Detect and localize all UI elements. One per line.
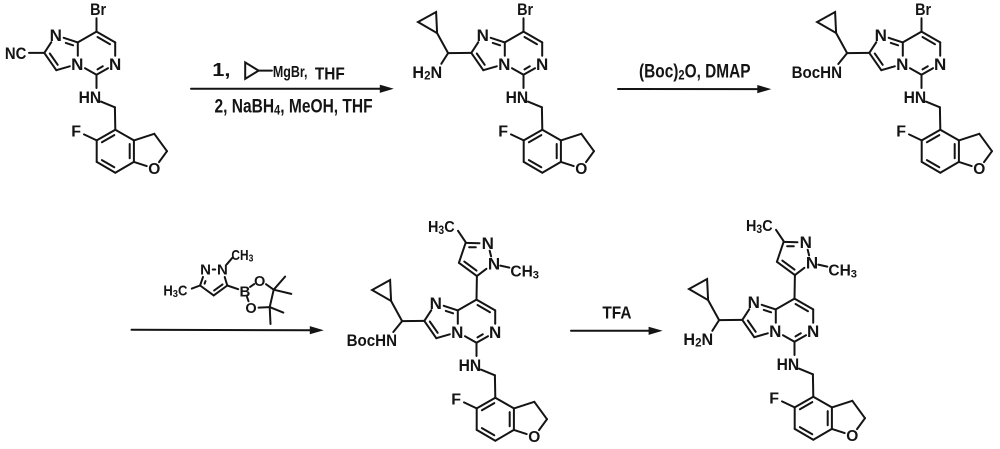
- svg-text:2, NaBH4, MeOH, THF: 2, NaBH4, MeOH, THF: [215, 95, 373, 118]
- svg-text:N: N: [769, 322, 781, 341]
- svg-text:N: N: [451, 323, 463, 342]
- svg-text:N: N: [748, 293, 760, 312]
- svg-text:N: N: [489, 323, 501, 342]
- svg-text:N: N: [71, 55, 83, 74]
- svg-text:BocHN: BocHN: [792, 63, 842, 82]
- svg-text:N: N: [536, 55, 548, 74]
- svg-text:N: N: [50, 26, 62, 45]
- svg-text:O: O: [528, 429, 540, 446]
- svg-text:CH3: CH3: [510, 264, 539, 282]
- svg-text:Br: Br: [90, 1, 106, 19]
- svg-text:N: N: [482, 234, 494, 253]
- svg-text:N: N: [200, 262, 211, 279]
- svg-text:MgBr,: MgBr,: [273, 64, 308, 82]
- svg-text:O: O: [148, 161, 160, 178]
- svg-text:N: N: [807, 322, 819, 341]
- svg-text:N: N: [217, 262, 228, 279]
- svg-text:B: B: [239, 284, 250, 301]
- svg-text:H2N: H2N: [412, 62, 442, 82]
- svg-text:O: O: [245, 301, 256, 317]
- svg-text:N: N: [488, 255, 500, 274]
- svg-text:HN: HN: [459, 356, 482, 375]
- svg-text:H2N: H2N: [683, 329, 713, 349]
- svg-text:N: N: [109, 55, 121, 74]
- svg-text:NC: NC: [5, 45, 27, 63]
- svg-text:O: O: [973, 161, 985, 178]
- svg-text:(Boc)2O, DMAP: (Boc)2O, DMAP: [639, 60, 751, 83]
- svg-text:Br: Br: [915, 1, 931, 19]
- svg-text:N: N: [806, 254, 818, 273]
- svg-text:O: O: [846, 428, 858, 445]
- svg-text:F: F: [896, 124, 906, 141]
- svg-text:F: F: [769, 391, 779, 408]
- svg-text:O: O: [575, 161, 587, 178]
- svg-text:N: N: [896, 55, 908, 74]
- svg-text:N: N: [477, 26, 489, 45]
- svg-text:1,: 1,: [212, 61, 230, 81]
- svg-text:H3C: H3C: [428, 219, 455, 238]
- svg-text:F: F: [498, 124, 508, 141]
- svg-text:H3C: H3C: [746, 218, 773, 237]
- svg-text:TFA: TFA: [602, 303, 631, 322]
- svg-text:N: N: [934, 55, 946, 74]
- svg-text:N: N: [430, 294, 442, 313]
- svg-text:HN: HN: [777, 355, 800, 374]
- svg-text:O: O: [254, 274, 265, 290]
- svg-text:BocHN: BocHN: [347, 331, 397, 350]
- svg-text:THF: THF: [315, 65, 345, 84]
- svg-text:Br: Br: [517, 1, 533, 19]
- svg-text:CH3: CH3: [828, 263, 857, 281]
- svg-text:F: F: [451, 392, 461, 409]
- svg-text:CH3: CH3: [231, 247, 253, 265]
- svg-text:HN: HN: [904, 88, 927, 107]
- svg-text:HN: HN: [506, 88, 529, 107]
- svg-text:HN: HN: [79, 88, 102, 107]
- svg-text:H3C: H3C: [163, 283, 187, 300]
- svg-text:N: N: [498, 55, 510, 74]
- svg-text:F: F: [71, 124, 81, 141]
- svg-text:N: N: [875, 26, 887, 45]
- svg-text:N: N: [800, 233, 812, 252]
